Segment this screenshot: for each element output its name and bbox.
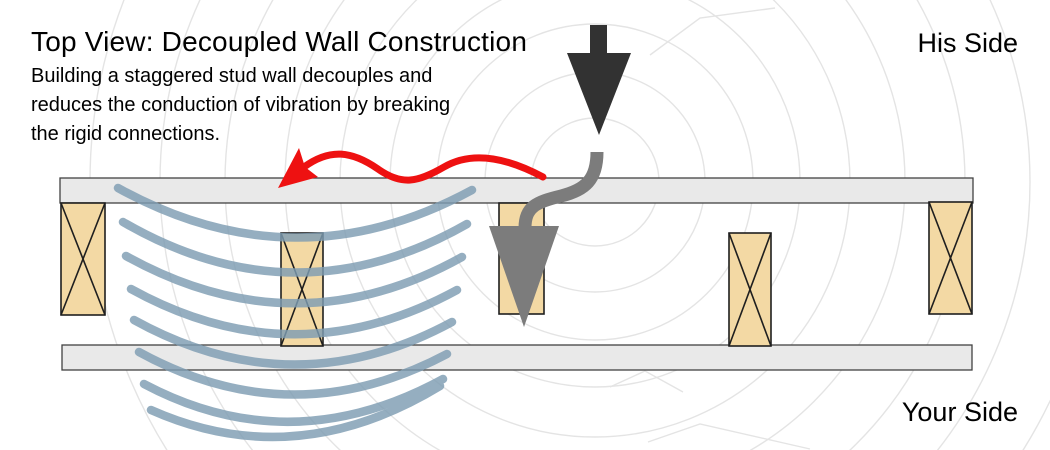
conduction-arrow-shaft bbox=[518, 151, 604, 229]
stud-5-top-attached bbox=[928, 201, 973, 315]
stud-x-mark bbox=[280, 232, 324, 347]
stud-x-mark bbox=[60, 202, 106, 316]
watermark-swoosh-tip bbox=[649, 7, 776, 56]
description-text: Building a staggered stud wall decouples… bbox=[31, 65, 451, 145]
vibration-wave-arc bbox=[129, 315, 457, 369]
his-side-wall-plate bbox=[59, 177, 974, 204]
your-side-label: Your Side bbox=[901, 397, 1018, 427]
watermark-swoosh-tip bbox=[647, 423, 811, 450]
vibration-wave-arcs bbox=[113, 183, 477, 442]
his-side-label: His Side bbox=[917, 28, 1018, 58]
vibration-wave-arc bbox=[134, 347, 452, 399]
conduction-arrow bbox=[489, 151, 604, 327]
stud-2-bottom-attached bbox=[280, 232, 324, 347]
stud-x-mark bbox=[928, 201, 973, 315]
vibration-wave-arc bbox=[139, 374, 448, 427]
watermark-swoosh-tip bbox=[609, 370, 684, 393]
stud-4-bottom-attached bbox=[728, 232, 772, 347]
page-title: Top View: Decoupled Wall Construction bbox=[31, 26, 528, 57]
impact-arrow bbox=[567, 25, 631, 135]
impact-arrow-shaft bbox=[590, 25, 607, 57]
deflection-arrow-head bbox=[278, 148, 318, 188]
stud-1-top-attached bbox=[60, 202, 106, 316]
conduction-arrow-head bbox=[489, 226, 559, 327]
deflection-arrow bbox=[278, 148, 547, 188]
vibration-wave-arc bbox=[118, 217, 472, 277]
vibration-wave-arc bbox=[146, 381, 445, 442]
vibration-wave-arc bbox=[121, 251, 467, 308]
stud-x-mark bbox=[728, 232, 772, 347]
impact-arrow-head bbox=[567, 53, 631, 135]
vibration-wave-arc bbox=[126, 284, 462, 339]
deflection-arrow-shaft bbox=[300, 150, 547, 184]
vibration-wave-arc bbox=[113, 183, 477, 242]
